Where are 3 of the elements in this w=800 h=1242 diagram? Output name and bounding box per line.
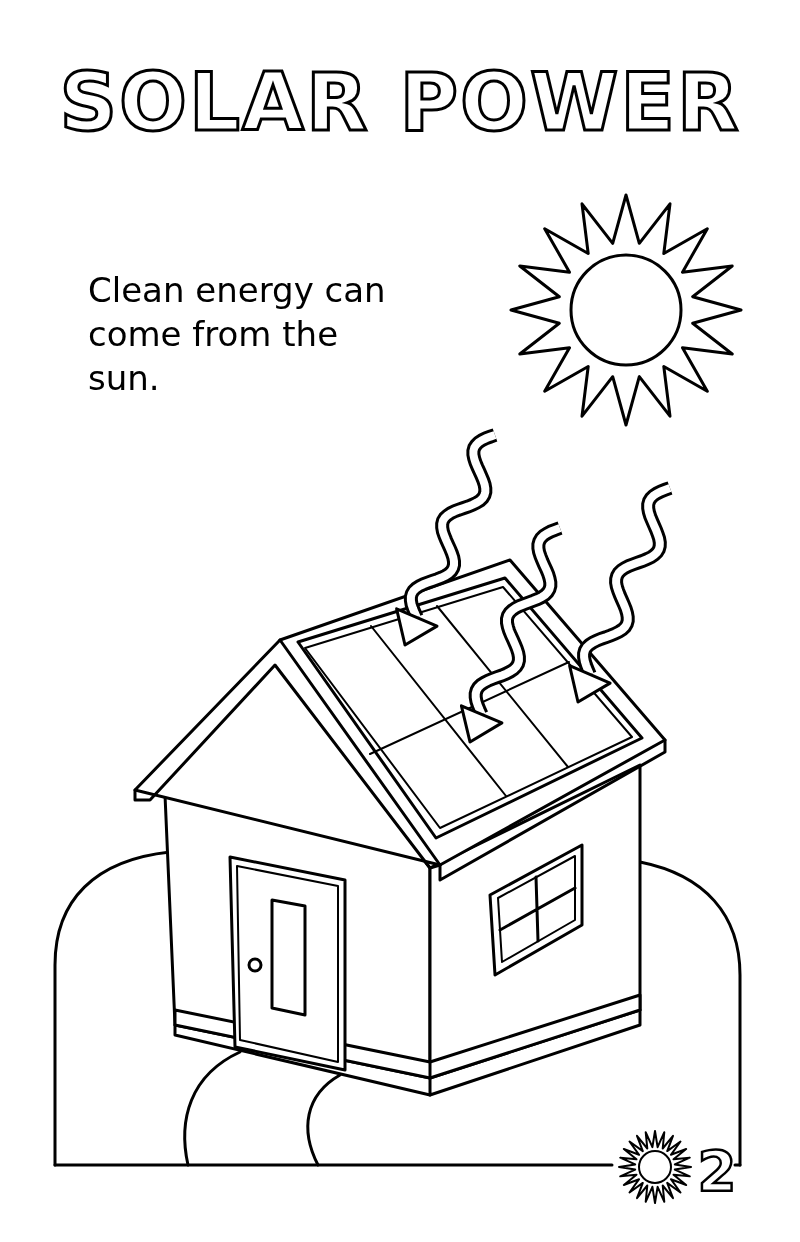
- page-number: 2: [697, 1138, 737, 1203]
- page-title: SOLAR POWER: [59, 56, 741, 149]
- caption-text: Clean energy can come from the sun.: [88, 269, 387, 400]
